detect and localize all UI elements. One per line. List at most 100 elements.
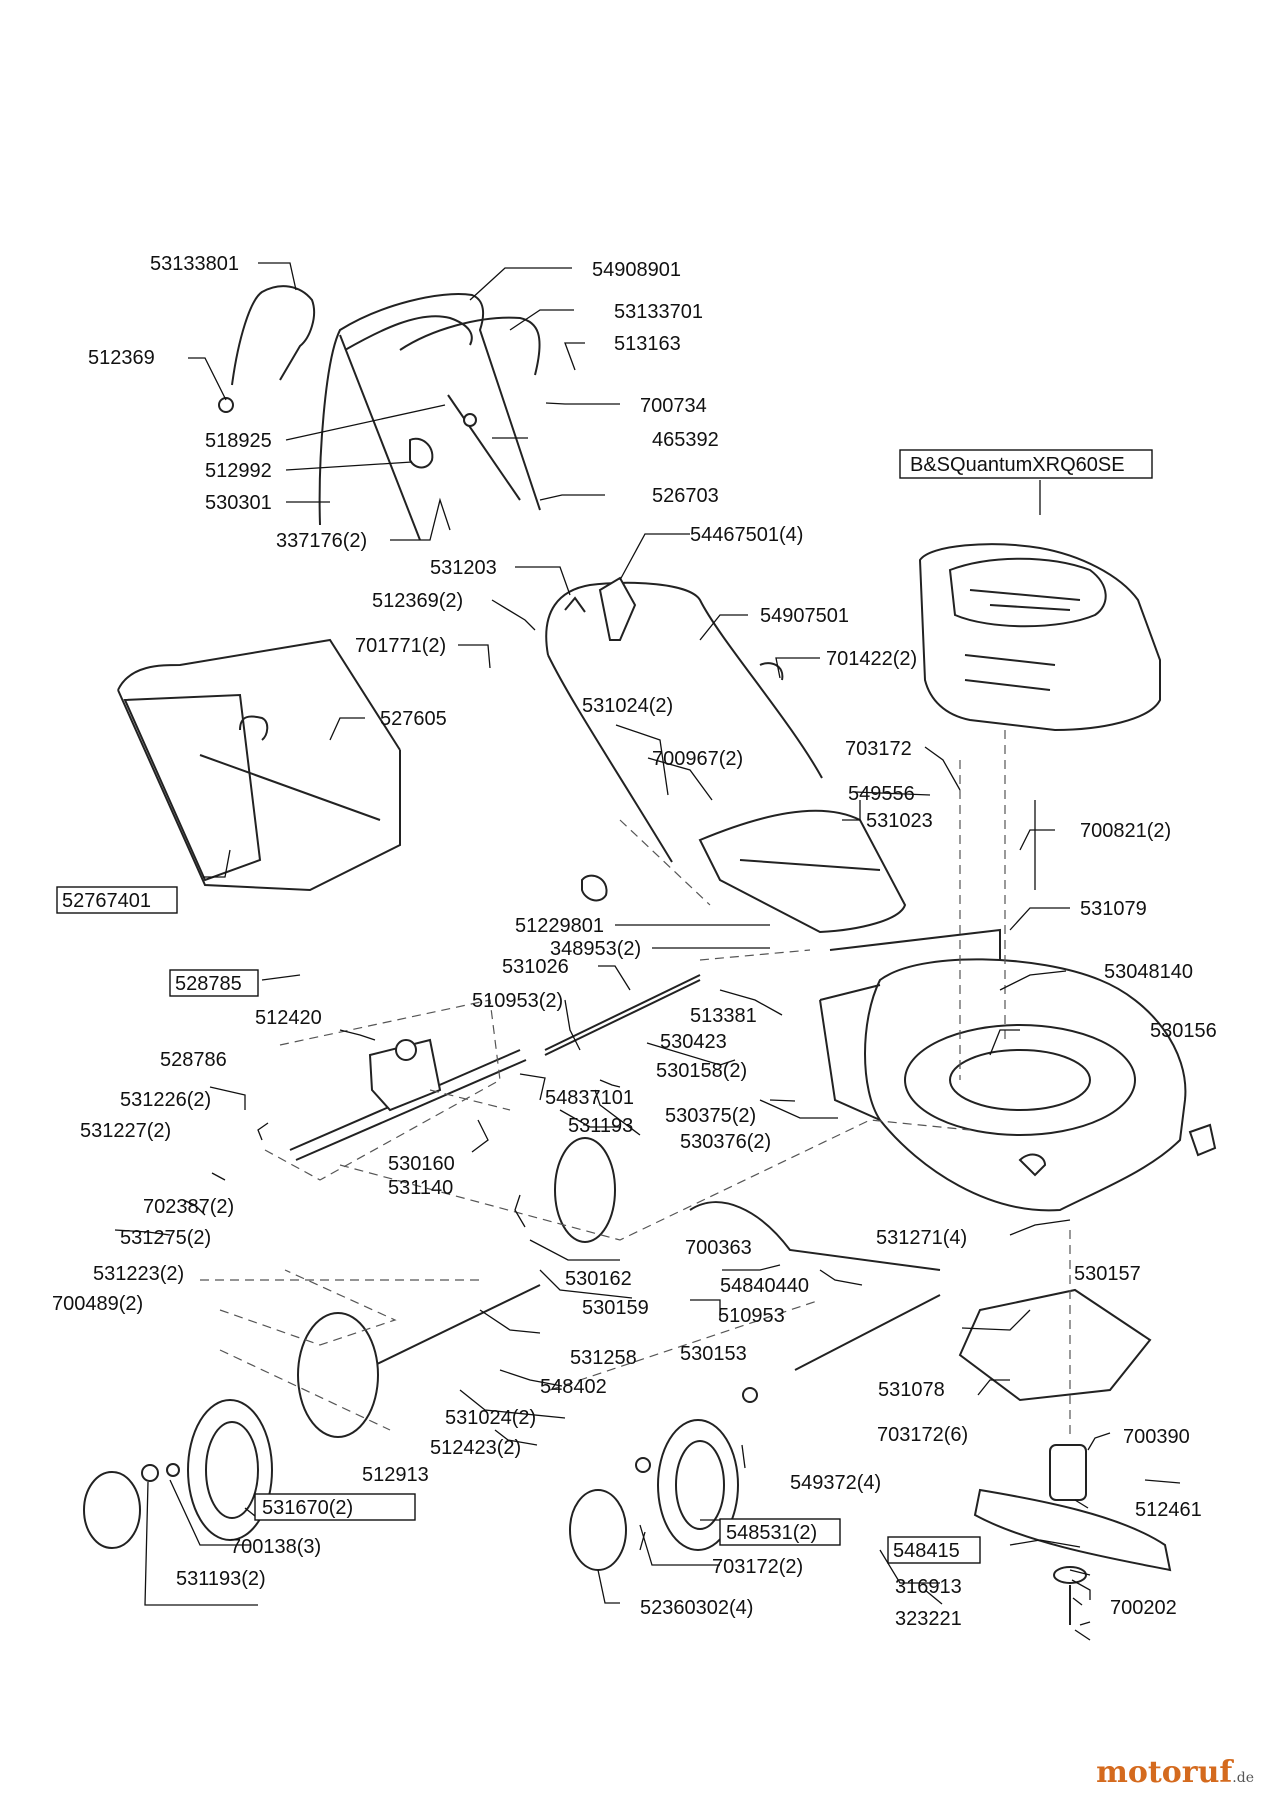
box-52767401 bbox=[56, 886, 178, 914]
label-701422-2: 701422(2) bbox=[826, 648, 917, 670]
label-700821-2: 700821(2) bbox=[1080, 820, 1171, 842]
label-531026: 531026 bbox=[502, 956, 569, 978]
label-512420: 512420 bbox=[255, 1007, 322, 1029]
label-526703: 526703 bbox=[652, 485, 719, 507]
label-512992: 512992 bbox=[205, 460, 272, 482]
label-348953-2: 348953(2) bbox=[550, 938, 641, 960]
label-548415: 548415 bbox=[893, 1540, 960, 1562]
label-701771-2: 701771(2) bbox=[355, 635, 446, 657]
label-700967-2: 700967(2) bbox=[652, 748, 743, 770]
label-700138-3: 700138(3) bbox=[230, 1536, 321, 1558]
label-702387-2: 702387(2) bbox=[143, 1196, 234, 1218]
label-512369: 512369 bbox=[88, 347, 155, 369]
label-52767401: 52767401 bbox=[62, 890, 151, 912]
label-531227-2: 531227(2) bbox=[80, 1120, 171, 1142]
label-52360302-4: 52360302(4) bbox=[640, 1597, 753, 1619]
label-531140: 531140 bbox=[388, 1177, 453, 1199]
label-53133701: 53133701 bbox=[614, 301, 703, 323]
label-510953: 510953 bbox=[718, 1305, 785, 1327]
box-531670-2 bbox=[254, 1493, 416, 1521]
label-54907501: 54907501 bbox=[760, 605, 849, 627]
label-53133801: 53133801 bbox=[150, 253, 239, 275]
label-465392: 465392 bbox=[652, 429, 719, 451]
label-549556: 549556 bbox=[848, 783, 915, 805]
rear-axle-and-blade bbox=[689, 1123, 1217, 1625]
label-513163: 513163 bbox=[614, 333, 681, 355]
label-700489-2: 700489(2) bbox=[52, 1293, 143, 1315]
label-53048140: 53048140 bbox=[1104, 961, 1193, 983]
label-512423-2: 512423(2) bbox=[430, 1437, 521, 1459]
label-54840440: 54840440 bbox=[720, 1275, 809, 1297]
label-531079: 531079 bbox=[1080, 898, 1147, 920]
label-531024-2a: 531024(2) bbox=[582, 695, 673, 717]
label-527605: 527605 bbox=[380, 708, 447, 730]
label-513381: 513381 bbox=[690, 1005, 757, 1027]
label-531223-2: 531223(2) bbox=[93, 1263, 184, 1285]
label-703172-6: 703172(6) bbox=[877, 1424, 968, 1446]
label-530423: 530423 bbox=[660, 1031, 727, 1053]
box-548531-2 bbox=[719, 1518, 841, 1546]
label-530158-2: 530158(2) bbox=[656, 1060, 747, 1082]
label-530375-2: 530375(2) bbox=[665, 1105, 756, 1127]
label-engine: B&SQuantumXRQ60SE bbox=[910, 454, 1125, 476]
lower-handle-assembly bbox=[545, 576, 823, 902]
watermark-name: motoruf bbox=[1096, 1755, 1233, 1790]
deck-and-covers bbox=[698, 809, 1187, 1212]
label-54837101: 54837101 bbox=[545, 1087, 634, 1109]
label-531023: 531023 bbox=[866, 810, 933, 832]
label-531271-4: 531271(4) bbox=[876, 1227, 967, 1249]
wheels bbox=[83, 1137, 758, 1571]
label-531226-2: 531226(2) bbox=[120, 1089, 211, 1111]
label-323221: 323221 bbox=[895, 1608, 962, 1630]
label-531203: 531203 bbox=[430, 557, 497, 579]
upper-handle-assembly bbox=[218, 285, 541, 541]
label-530301: 530301 bbox=[205, 492, 272, 514]
label-528785: 528785 bbox=[175, 973, 242, 995]
label-549372-4: 549372(4) bbox=[790, 1472, 881, 1494]
box-engine bbox=[899, 449, 1153, 479]
label-531275-2: 531275(2) bbox=[120, 1227, 211, 1249]
label-531670-2: 531670(2) bbox=[262, 1497, 353, 1519]
box-528785 bbox=[169, 969, 259, 997]
label-531193: 531193 bbox=[568, 1115, 633, 1137]
label-530156: 530156 bbox=[1150, 1020, 1217, 1042]
label-548402: 548402 bbox=[540, 1376, 607, 1398]
label-512913: 512913 bbox=[362, 1464, 429, 1486]
label-54467501-4: 54467501(4) bbox=[690, 524, 803, 546]
label-512461: 512461 bbox=[1135, 1499, 1202, 1521]
label-548531-2: 548531(2) bbox=[726, 1522, 817, 1544]
gearbox-and-drive bbox=[289, 974, 701, 1366]
label-530376-2: 530376(2) bbox=[680, 1131, 771, 1153]
label-54908901: 54908901 bbox=[592, 259, 681, 281]
part-labels: 53133801 54908901 53133701 512369 513163… bbox=[52, 253, 1217, 1630]
watermark-tld: .de bbox=[1232, 1770, 1254, 1786]
label-700202: 700202 bbox=[1110, 1597, 1177, 1619]
label-510953-2: 510953(2) bbox=[472, 990, 563, 1012]
engine bbox=[918, 543, 1161, 732]
label-530157: 530157 bbox=[1074, 1263, 1141, 1285]
label-700363: 700363 bbox=[685, 1237, 752, 1259]
label-530162: 530162 bbox=[565, 1268, 632, 1290]
assembly-guide-lines bbox=[200, 730, 1071, 1440]
label-518925: 518925 bbox=[205, 430, 272, 452]
label-51229801: 51229801 bbox=[515, 915, 604, 937]
label-703172: 703172 bbox=[845, 738, 912, 760]
label-512369-2: 512369(2) bbox=[372, 590, 463, 612]
label-531024-2b: 531024(2) bbox=[445, 1407, 536, 1429]
label-700390: 700390 bbox=[1123, 1426, 1190, 1448]
label-531078: 531078 bbox=[878, 1379, 945, 1401]
label-337176-2: 337176(2) bbox=[276, 530, 367, 552]
site-watermark: motoruf.de bbox=[1096, 1755, 1254, 1790]
label-703172-2: 703172(2) bbox=[712, 1556, 803, 1578]
label-530153: 530153 bbox=[680, 1343, 747, 1365]
label-528786: 528786 bbox=[160, 1049, 227, 1071]
label-700734: 700734 bbox=[640, 395, 707, 417]
box-548415 bbox=[887, 1536, 981, 1564]
label-530159: 530159 bbox=[582, 1297, 649, 1319]
label-531258: 531258 bbox=[570, 1347, 637, 1369]
label-531193-2: 531193(2) bbox=[176, 1568, 266, 1590]
grass-bag bbox=[117, 638, 401, 892]
label-316913: 316913 bbox=[895, 1576, 962, 1598]
label-530160: 530160 bbox=[388, 1153, 455, 1175]
